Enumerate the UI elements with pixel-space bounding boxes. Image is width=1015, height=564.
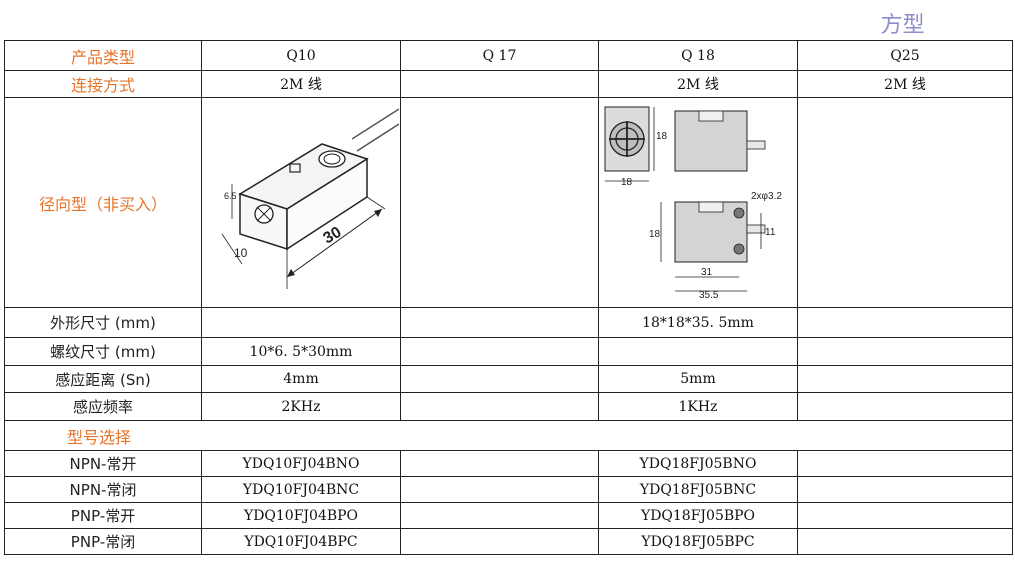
cell-outer-size-q25 <box>796 307 1014 338</box>
cell-connection-q10: 2M 线 <box>201 70 401 98</box>
q18-dim-hole-spacing: 11 <box>765 227 776 238</box>
model-cell-q25 <box>796 502 1014 529</box>
q10-dim-30: 30 <box>321 223 345 247</box>
model-row: PNP-常开 YDQ10FJ04BPO YDQ18FJ05BPO <box>4 502 1014 529</box>
model-cell-q18: YDQ18FJ05BPC <box>598 528 798 555</box>
cell-outer-size-q17 <box>400 307 599 338</box>
model-cell-q10: YDQ10FJ04BNC <box>201 476 401 503</box>
model-cell-q25 <box>796 476 1014 503</box>
column-header-q25: Q25 <box>796 40 1014 71</box>
connection-row: 连接方式 2M 线 2M 线 2M 线 <box>4 70 1014 98</box>
sensing-frequency-row: 感应频率 2KHz 1KHz <box>4 392 1014 421</box>
q18-dim-total-length: 35.5 <box>699 290 719 301</box>
cell-thread-size-q18 <box>598 337 798 366</box>
q18-dim-front-height: 18 <box>656 131 668 142</box>
model-cell-q10: YDQ10FJ04BNO <box>201 450 401 477</box>
model-cell-q18: YDQ18FJ05BPO <box>598 502 798 529</box>
cell-outer-size-q10 <box>201 307 401 338</box>
cell-sensing-frequency-q18: 1KHz <box>598 392 798 421</box>
cell-thread-size-q10: 10*6. 5*30mm <box>201 337 401 366</box>
cell-sensing-distance-q10: 4mm <box>201 365 401 393</box>
column-header-q10: Q10 <box>201 40 401 71</box>
q18-dim-side-height: 18 <box>649 229 661 240</box>
cell-drawing-q18: 18 18 2xφ3.2 18 11 31 <box>598 97 798 308</box>
column-header-q17: Q 17 <box>400 40 599 71</box>
q10-dim-10: 10 <box>234 246 248 260</box>
model-cell-q10: YDQ10FJ04BPC <box>201 528 401 555</box>
cell-thread-size-q17 <box>400 337 599 366</box>
spec-table: 方型 产品类型 Q10 Q 17 Q 18 Q25 连接方式 2M 线 2M 线… <box>3 6 1014 555</box>
cell-sensing-distance-q25 <box>796 365 1014 393</box>
cell-sensing-frequency-q17 <box>400 392 599 421</box>
model-cell-q25 <box>796 528 1014 555</box>
row-label-thread-size: 螺纹尺寸 (mm) <box>4 337 202 366</box>
column-header-q18: Q 18 <box>598 40 798 71</box>
model-cell-q17 <box>400 450 599 477</box>
model-label: PNP-常开 <box>4 502 202 529</box>
model-label: NPN-常闭 <box>4 476 202 503</box>
product-type-row: 产品类型 Q10 Q 17 Q 18 Q25 <box>4 40 1014 71</box>
model-section-title: 型号选择 <box>3 420 1014 451</box>
radial-row: 径向型（非买入） <box>4 97 1014 308</box>
model-label: NPN-常开 <box>4 450 202 477</box>
model-row: PNP-常闭 YDQ10FJ04BPC YDQ18FJ05BPC <box>4 528 1014 555</box>
q18-dim-holes: 2xφ3.2 <box>751 191 782 202</box>
model-label: PNP-常闭 <box>4 528 202 555</box>
row-label-radial: 径向型（非买入） <box>4 97 202 308</box>
row-label-sensing-distance: 感应距离 (Sn) <box>4 365 202 393</box>
spec-sheet: 方型 产品类型 Q10 Q 17 Q 18 Q25 连接方式 2M 线 2M 线… <box>3 6 1014 564</box>
model-cell-q18: YDQ18FJ05BNC <box>598 476 798 503</box>
title-row: 方型 <box>4 6 1013 41</box>
q18-sensor-drawing: 18 18 2xφ3.2 18 11 31 <box>604 106 782 301</box>
outer-size-row: 外形尺寸 (mm) 18*18*35. 5mm <box>4 307 1014 338</box>
cell-sensing-frequency-q10: 2KHz <box>201 392 401 421</box>
cell-sensing-distance-q18: 5mm <box>598 365 798 393</box>
cell-drawing-q10: 6.5 10 30 <box>201 97 401 308</box>
cell-thread-size-q25 <box>796 337 1014 366</box>
model-section-row: 型号选择 <box>3 420 1014 451</box>
model-cell-q25 <box>796 450 1014 477</box>
cell-drawing-q25 <box>796 97 1014 308</box>
cell-sensing-frequency-q25 <box>796 392 1014 421</box>
row-label-product-type: 产品类型 <box>4 40 202 71</box>
thread-size-row: 螺纹尺寸 (mm) 10*6. 5*30mm <box>4 337 1014 366</box>
model-cell-q17 <box>400 476 599 503</box>
model-row: NPN-常闭 YDQ10FJ04BNC YDQ18FJ05BNC <box>4 476 1014 503</box>
cell-connection-q18: 2M 线 <box>598 70 798 98</box>
cell-connection-q17 <box>400 70 599 98</box>
row-label-outer-size: 外形尺寸 (mm) <box>4 307 202 338</box>
model-cell-q18: YDQ18FJ05BNO <box>598 450 798 477</box>
model-row: NPN-常开 YDQ10FJ04BNO YDQ18FJ05BNO <box>4 450 1014 477</box>
model-cell-q17 <box>400 502 599 529</box>
row-label-connection: 连接方式 <box>4 70 202 98</box>
q10-dim-6-5: 6.5 <box>224 191 237 201</box>
q10-sensor-drawing: 6.5 10 30 <box>221 107 399 289</box>
row-label-sensing-frequency: 感应频率 <box>4 392 202 421</box>
cell-drawing-q17 <box>400 97 599 308</box>
cell-connection-q25: 2M 线 <box>796 70 1014 98</box>
cell-outer-size-q18: 18*18*35. 5mm <box>598 307 798 338</box>
model-cell-q10: YDQ10FJ04BPO <box>201 502 401 529</box>
q18-dim-hole-length: 31 <box>701 267 713 278</box>
model-cell-q17 <box>400 528 599 555</box>
sensing-distance-row: 感应距离 (Sn) 4mm 5mm <box>4 365 1014 393</box>
q18-dim-front-width: 18 <box>621 177 633 188</box>
page-title: 方型 <box>4 6 1013 41</box>
cell-sensing-distance-q17 <box>400 365 599 393</box>
